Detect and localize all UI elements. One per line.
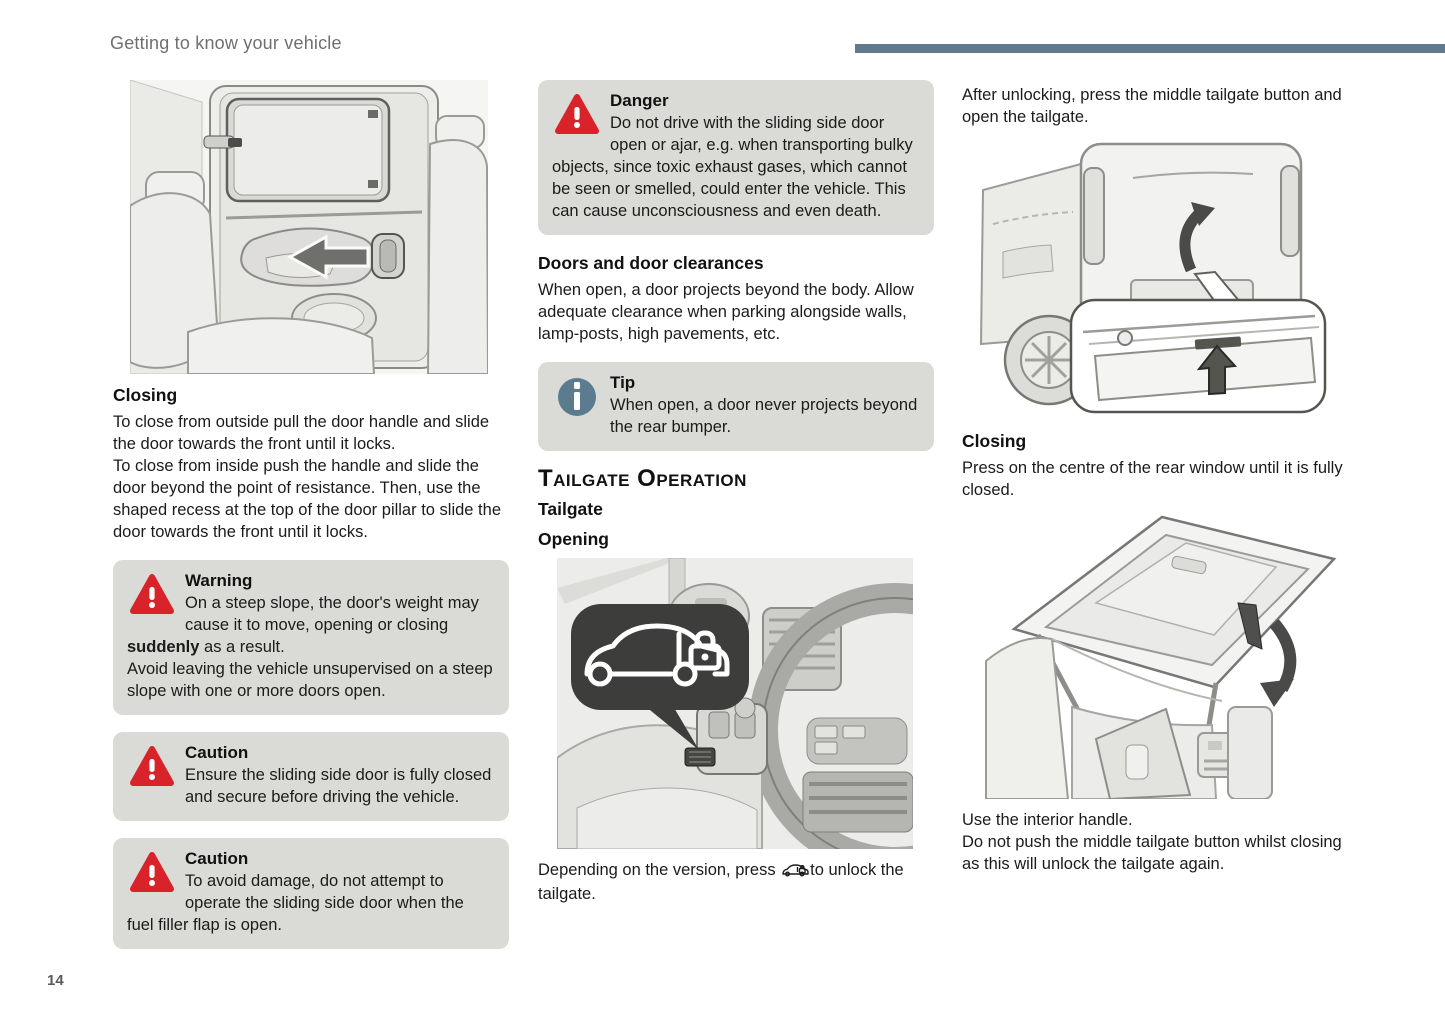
warning-bold-word: suddenly xyxy=(127,638,200,656)
open-tailgate-illustration xyxy=(976,507,1358,799)
danger-body: Do not drive with the sliding side door … xyxy=(552,114,913,220)
caution-body: Ensure the sliding side door is fully cl… xyxy=(185,766,492,806)
page-number: 14 xyxy=(47,972,64,989)
info-icon xyxy=(554,374,600,420)
warning-title: Warning xyxy=(185,571,253,590)
caution-title: Caution xyxy=(185,743,249,762)
opening-subheading: Opening xyxy=(538,529,609,549)
tailgate-subheading: Tailgate xyxy=(538,499,603,519)
door-panel-unlock-illustration xyxy=(557,558,934,849)
rear-tailgate-button-illustration xyxy=(963,132,1358,418)
running-header: Getting to know your vehicle xyxy=(110,33,342,53)
warning-triangle-icon xyxy=(129,744,175,790)
closing-body-right: Press on the centre of the rear window u… xyxy=(962,459,1343,499)
tip-body: When open, a door never projects beyond … xyxy=(610,396,918,436)
header-accent-bar xyxy=(855,44,1445,53)
unlock-caption: Depending on the version, press to unloc… xyxy=(538,861,904,903)
warning-triangle-icon xyxy=(129,850,175,896)
column-left: Closing To close from outside pull the d… xyxy=(113,80,509,966)
sliding-door-interior-illustration xyxy=(130,80,509,374)
warning-triangle-icon xyxy=(129,572,175,618)
closing-heading-left: Closing xyxy=(113,385,178,405)
opening-instruction: After unlocking, press the middle tailga… xyxy=(962,86,1342,126)
doors-clearances-body: When open, a door projects beyond the bo… xyxy=(538,281,914,343)
caution-title: Caution xyxy=(185,849,249,868)
caution-box-2: Caution To avoid damage, do not attempt … xyxy=(113,838,509,949)
danger-box: Danger Do not drive with the sliding sid… xyxy=(538,80,934,235)
danger-title: Danger xyxy=(610,91,669,110)
closing-body-left: To close from outside pull the door hand… xyxy=(113,413,501,541)
warning-triangle-icon xyxy=(554,92,600,138)
caution-body: To avoid damage, do not attempt to opera… xyxy=(127,872,464,934)
tip-title: Tip xyxy=(610,373,636,392)
caution-box-1: Caution Ensure the sliding side door is … xyxy=(113,732,509,821)
car-lock-glyph-icon xyxy=(781,861,809,883)
tip-box: Tip When open, a door never projects bey… xyxy=(538,362,934,451)
doors-clearances-heading: Doors and door clearances xyxy=(538,253,764,273)
column-middle: Danger Do not drive with the sliding sid… xyxy=(538,80,934,909)
tailgate-operation-heading: Tailgate Operation xyxy=(538,465,747,492)
interior-handle-note: Use the interior handle. Do not push the… xyxy=(962,811,1342,873)
warning-body: On a steep slope, the door's weight may … xyxy=(127,594,493,700)
closing-heading-right: Closing xyxy=(962,431,1027,451)
warning-box: Warning On a steep slope, the door's wei… xyxy=(113,560,509,715)
column-right: After unlocking, press the middle tailga… xyxy=(962,84,1358,879)
